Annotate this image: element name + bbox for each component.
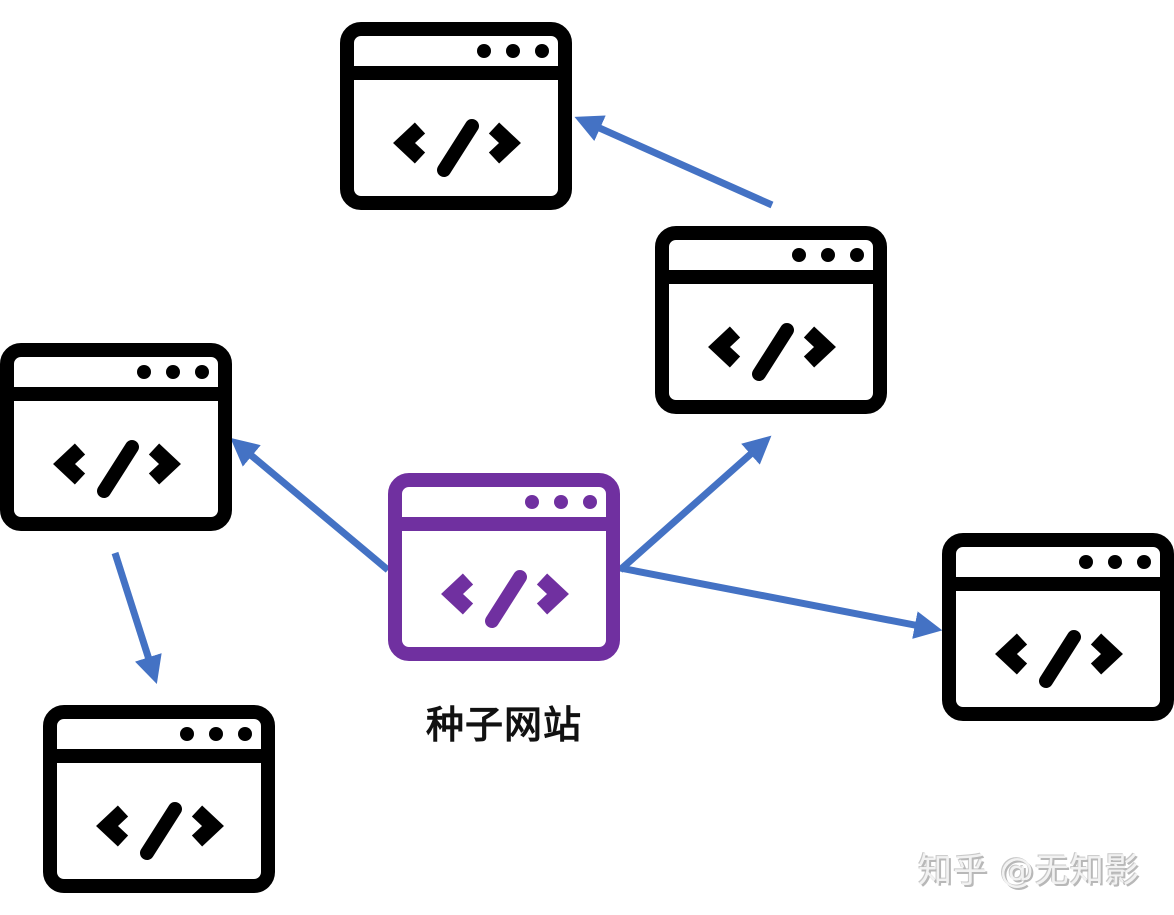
website-upper-right-code-window-icon [662, 233, 880, 407]
website-bottom-left-code-window-icon [50, 712, 268, 886]
arrow-seed-to-site-left [230, 437, 391, 573]
website-right-code-window-icon [949, 540, 1167, 714]
website-left-code-window-icon [7, 350, 225, 524]
arrow-site-left-to-site-bottom-left [111, 551, 162, 685]
arrow-seed-to-site-right [619, 564, 943, 639]
website-top-code-window-icon [347, 29, 565, 203]
arrow-seed-to-site-upper-right [617, 435, 772, 573]
watermark: 知乎 @无知影 [918, 851, 1140, 891]
seed-site-label: 种子网站 [425, 703, 582, 747]
arrow-site-upper-right-to-site-top [574, 115, 774, 209]
seed-website-code-window-icon [395, 480, 613, 654]
edges-layer [111, 115, 943, 685]
nodes-layer [7, 29, 1167, 886]
